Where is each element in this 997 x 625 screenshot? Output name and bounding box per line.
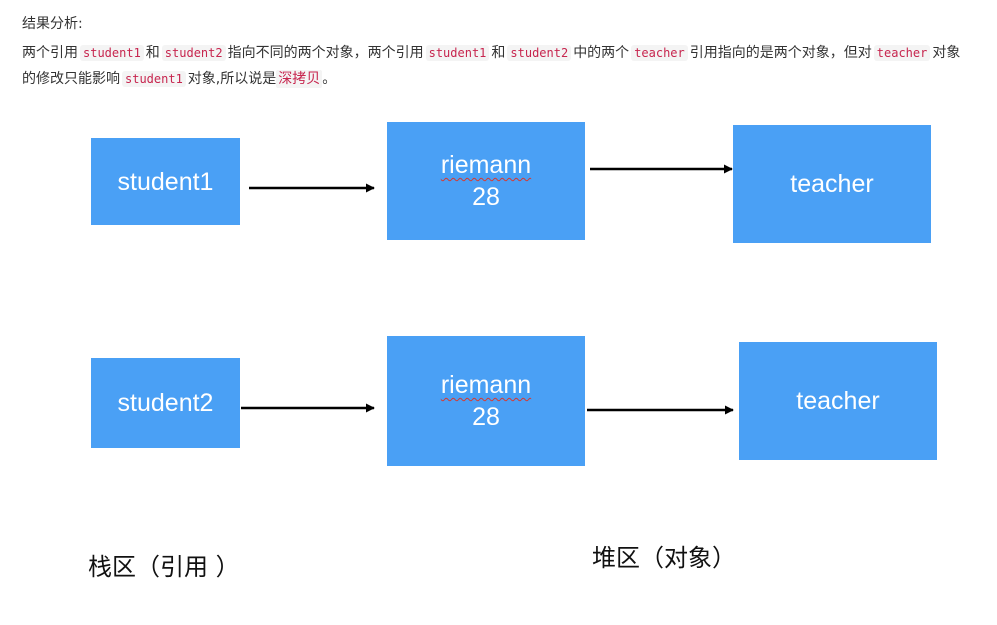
- inline-code: teacher: [873, 45, 931, 61]
- text: 对象的修改只能影响: [22, 45, 961, 87]
- object-name: riemann: [440, 151, 532, 179]
- box-label: student2: [117, 389, 214, 417]
- box-label: teacher: [796, 387, 880, 415]
- object-age: 28: [472, 403, 500, 431]
- inline-code: student1: [425, 45, 490, 61]
- object-age: 28: [472, 183, 500, 211]
- text: 引用指向的是两个对象，但对: [689, 45, 872, 61]
- section-heading: 结果分析:: [22, 16, 83, 32]
- caption-stack: 栈区（引用 ）: [88, 553, 240, 581]
- object-box-row1: riemann 28: [387, 122, 585, 240]
- text: 两个引用: [22, 45, 78, 61]
- text: 指向不同的两个对象，两个引用: [227, 45, 424, 61]
- box-label: teacher: [790, 170, 874, 198]
- box-label: student1: [117, 167, 214, 196]
- reference-box-student2: student2: [91, 358, 240, 448]
- inline-code: student1: [80, 45, 144, 61]
- caption-heap: 堆区（对象）: [592, 544, 736, 572]
- teacher-box-row1: teacher: [733, 125, 931, 243]
- text: 和: [491, 45, 506, 61]
- text: 和: [145, 45, 160, 61]
- text: 。: [322, 71, 337, 87]
- inline-code: student2: [161, 45, 226, 61]
- inline-code: teacher: [631, 45, 688, 61]
- text: 中的两个: [573, 45, 630, 61]
- inline-code: student1: [122, 71, 186, 87]
- inline-code: student2: [507, 45, 572, 61]
- object-box-row2: riemann 28: [387, 336, 585, 466]
- teacher-box-row2: teacher: [739, 342, 937, 460]
- text: 对象,所以说是: [187, 71, 277, 87]
- reference-box-student1: student1: [91, 138, 240, 225]
- object-name: riemann: [440, 371, 532, 399]
- emphasis-text: 深拷贝: [276, 70, 323, 88]
